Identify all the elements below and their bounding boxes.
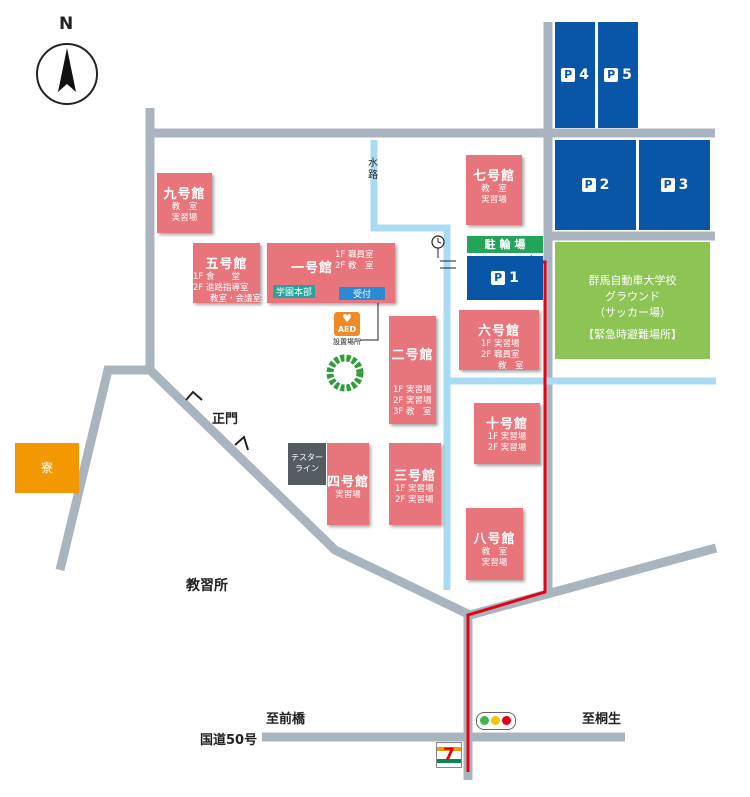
bicycle-parking: 駐 輪 場	[467, 236, 543, 253]
gate-label: 正門	[212, 412, 239, 427]
building-9: 九号館教 室 実習場	[157, 173, 212, 233]
aed-caption: 設置場所	[333, 338, 361, 346]
convenience-store-icon: 7	[436, 742, 462, 768]
aed-icon: ♥AED	[334, 312, 360, 336]
parking-icon: P	[581, 178, 596, 192]
route-50-label: 国道50号	[200, 733, 258, 748]
traffic-light-icon	[476, 712, 516, 730]
waterway-label: 水 路	[368, 158, 378, 181]
to-kiryu-label: 至桐生	[582, 712, 622, 727]
to-maebashi-label: 至前橋	[266, 712, 306, 727]
compass-label: N	[59, 14, 74, 34]
road-southeast	[468, 543, 718, 620]
road-southwest	[146, 366, 472, 620]
gate-mark-upper	[185, 390, 203, 401]
driving-school-label: 教習所	[186, 578, 228, 594]
office-label: 学園本部	[273, 285, 316, 298]
building-1: 一号館 1F 職員室 2F 教 室 学園本部 受付	[267, 243, 395, 303]
reception-label: 受付	[339, 287, 385, 300]
tester-line: テスター ライン	[288, 443, 326, 485]
green-circle	[326, 354, 364, 392]
road-west-branch	[55, 365, 150, 572]
building-4: 四号館実習場	[327, 443, 369, 525]
sports-ground: 群馬自動車大学校 グラウンド （サッカー場） 【緊急時避難場所】	[555, 242, 710, 359]
parking-icon: P	[491, 271, 506, 285]
gate-mark-lower	[234, 435, 249, 451]
parking-icon: P	[604, 68, 619, 82]
parking-icon: P	[660, 178, 675, 192]
parking-icon: P	[561, 68, 576, 82]
building-7: 七号館教 室 実習場	[466, 155, 522, 225]
dormitory: 寮	[15, 443, 79, 493]
building-8: 八号館教 室 実習場	[466, 508, 523, 580]
waterway	[370, 140, 451, 590]
